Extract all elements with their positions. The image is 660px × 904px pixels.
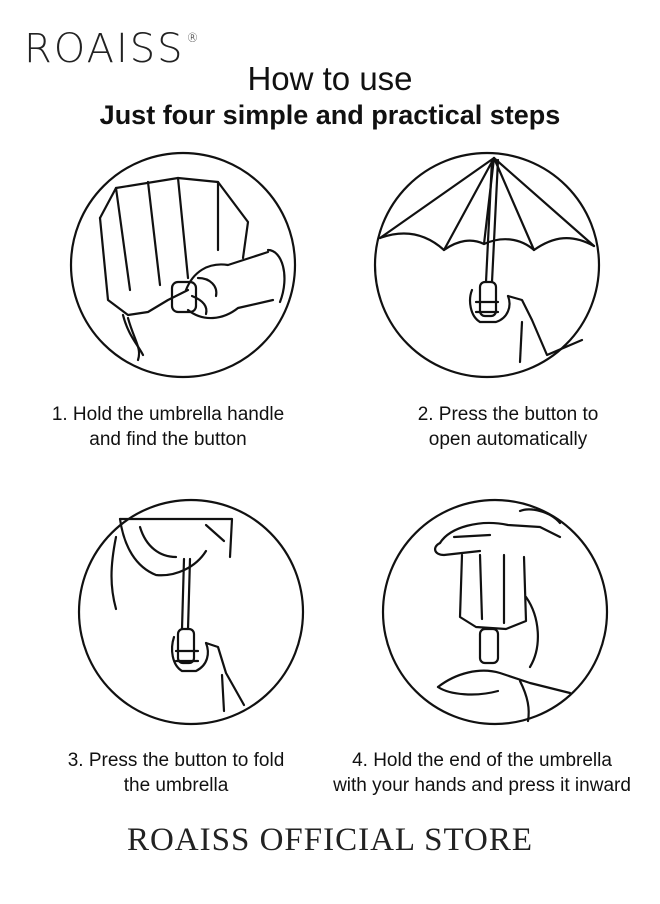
registered-mark: ®: [186, 30, 201, 45]
step-4-caption: 4. Hold the end of the umbrella with you…: [306, 748, 658, 798]
step-1-line-2: and find the button: [89, 429, 247, 450]
brand-logo: ROAISS®: [24, 26, 201, 72]
step-2-line-2: open automatically: [428, 429, 588, 450]
step-1-line-1: 1. Hold the umbrella handle: [51, 404, 285, 425]
step-3-caption: 3. Press the button to fold the umbrella: [24, 748, 328, 798]
hand-holding-folded-umbrella-icon: [69, 151, 297, 379]
hand-holding-open-umbrella-icon: [373, 151, 601, 379]
hand-folding-umbrella-icon: [77, 498, 305, 726]
step-4-line-1: 4. Hold the end of the umbrella: [352, 750, 612, 771]
store-name-footer: ROAISS OFFICIAL STORE: [126, 822, 534, 858]
step-4-line-2: with your hands and press it inward: [333, 775, 631, 796]
step-2-caption: 2. Press the button to open automaticall…: [366, 402, 650, 452]
hands-closing-umbrella-icon: [381, 498, 609, 726]
page-subtitle: Just four simple and practical steps: [99, 100, 561, 130]
brand-name: ROAISS: [24, 26, 185, 72]
page-title: How to use: [247, 60, 413, 97]
step-2-line-1: 2. Press the button to: [417, 404, 599, 425]
step-1-caption: 1. Hold the umbrella handle and find the…: [8, 402, 328, 452]
step-3-line-1: 3. Press the button to fold: [67, 750, 285, 771]
step-3-line-2: the umbrella: [123, 775, 229, 796]
